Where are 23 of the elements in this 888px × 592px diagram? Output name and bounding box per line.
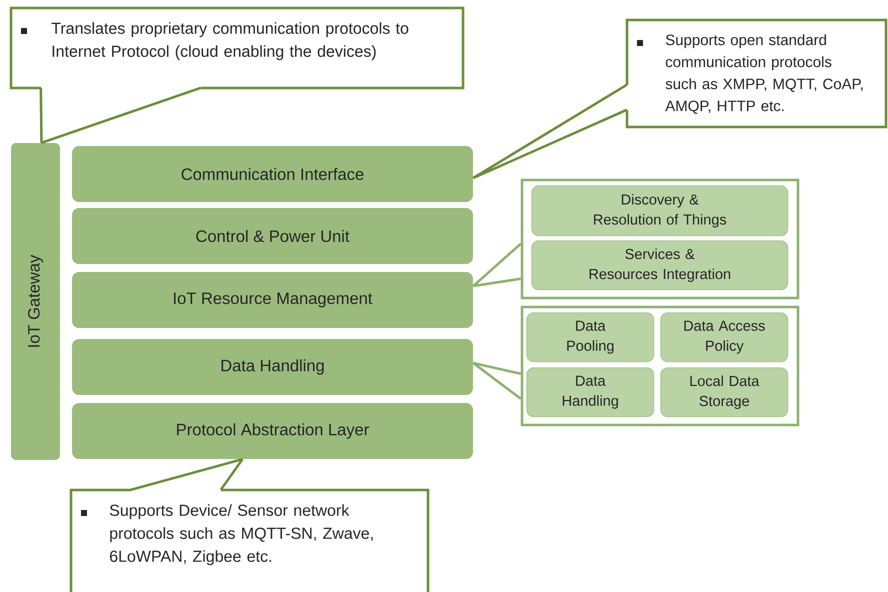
layer-box: Protocol Abstraction Layer [72, 403, 473, 459]
layer-box: Control & Power Unit [72, 208, 473, 264]
callout-pointer [40, 86, 202, 144]
function-box: Services & Resources Integration [531, 240, 788, 290]
function-box: Data Handling [526, 367, 654, 418]
callout-box: Supports Device/ Sensor network protocols such as MQTT-SN, Zwave, 6LoWPAN, Zigbee etc. [70, 488, 430, 592]
layer-box: Data Handling [72, 339, 473, 395]
callout-box: Translates proprietary communication protocols to Internet Protocol (cloud enabling the devices) [10, 6, 464, 90]
callout-pointer [130, 458, 244, 492]
function-box: Data Access Policy [660, 312, 788, 362]
callout-box: Supports open standard communication protocols such as XMPP, MQTT, CoAP, AMQP, HTTP etc. [626, 18, 888, 128]
function-box: Data Pooling [526, 312, 654, 362]
callout-pointer [472, 84, 628, 180]
callout-pointer [472, 362, 522, 400]
layer-box: IoT Resource Management [72, 272, 473, 328]
gateway-bar: IoT Gateway [11, 143, 60, 460]
callout-pointer [472, 242, 522, 288]
node-label: Supports open standard communication protocols such as XMPP, MQTT, CoAP, AMQP, HTTP etc. [665, 34, 863, 114]
node-label: Translates proprietary communication protocols to Internet Protocol (cloud enabling the devices) [52, 22, 408, 60]
layer-box: Communication Interface [72, 146, 473, 202]
function-box: Discovery & Resolution of Things [531, 185, 788, 236]
function-box: Local Data Storage [660, 367, 788, 418]
node-label: Supports Device/ Sensor network protocols such as MQTT-SN, Zwave, 6LoWPAN, Zigbee etc. [110, 504, 373, 566]
